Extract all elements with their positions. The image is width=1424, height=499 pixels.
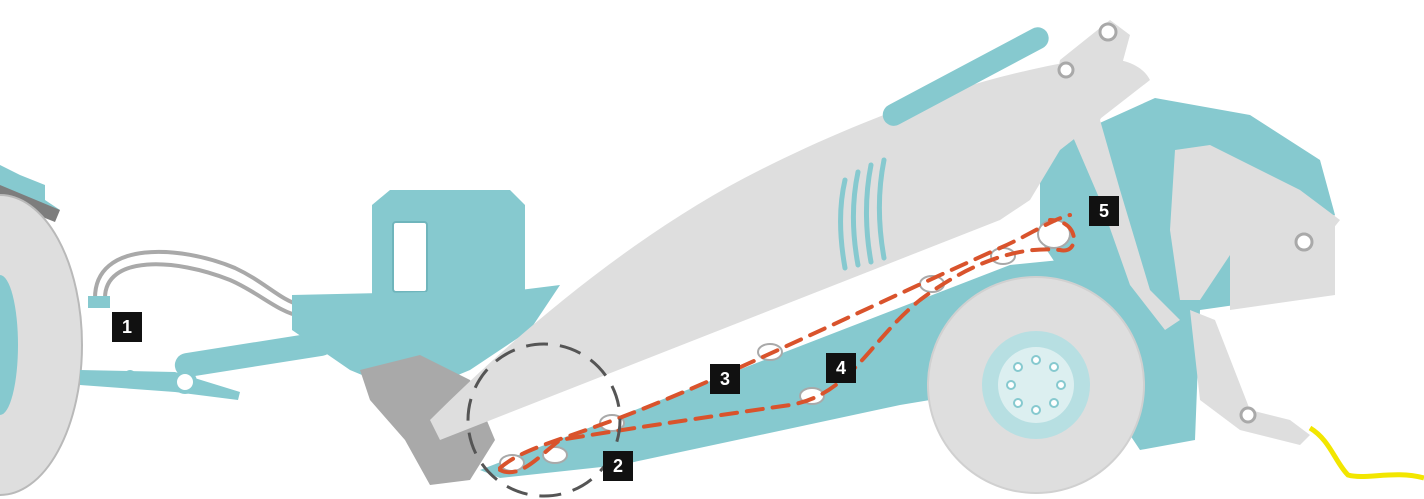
tractor-wheel-hub [0, 275, 18, 415]
vent-2 [851, 169, 861, 268]
hose-coupler [88, 296, 110, 308]
pivot-tailgate [1294, 232, 1314, 252]
pto-joint [173, 370, 197, 394]
roller-7 [990, 247, 1016, 265]
hitch-pin [124, 370, 136, 382]
pivot-top [1098, 22, 1118, 42]
marker-3: 3 [710, 364, 740, 394]
tractor [0, 165, 83, 496]
hitch-pin-2 [147, 374, 159, 386]
gearbox-grille [392, 221, 428, 293]
flow-upper [498, 213, 1072, 470]
pto-shaft [174, 331, 334, 378]
vent-4 [877, 157, 887, 261]
main-body [430, 58, 1150, 441]
hydraulic-hose-lower [103, 262, 301, 318]
tailgate-lower [1190, 310, 1310, 445]
vent-1 [838, 177, 848, 271]
wheel-bolts [1006, 355, 1066, 415]
marker-1: 1 [112, 312, 142, 342]
tailgate-arm [1170, 145, 1340, 300]
wheel [927, 276, 1145, 494]
rear-lift-arm [1055, 20, 1180, 330]
front-unit [292, 190, 560, 485]
body-vents [838, 157, 887, 271]
pickup-frame [360, 355, 495, 485]
hydraulic-cylinder [882, 27, 1049, 126]
rear-frame [882, 20, 1340, 445]
chassis-lower-panel [480, 260, 1080, 478]
marker-4: 4 [826, 353, 856, 383]
pickup-detail-circle [466, 342, 622, 498]
swath [1308, 425, 1424, 481]
pivot-arm [1057, 61, 1075, 79]
marker-2: 2 [603, 451, 633, 481]
hydraulic-hose-upper [93, 249, 301, 307]
drawbar [80, 331, 334, 400]
vent-3 [864, 162, 874, 265]
hydraulic-hoses [88, 249, 301, 318]
drive-frame [292, 285, 560, 395]
pivot-lower [1239, 406, 1257, 424]
drawbar-arm [80, 370, 240, 400]
marker-5: 5 [1089, 196, 1119, 226]
tractor-fender-edge [0, 185, 60, 222]
tractor-rear-wheel [0, 194, 83, 496]
